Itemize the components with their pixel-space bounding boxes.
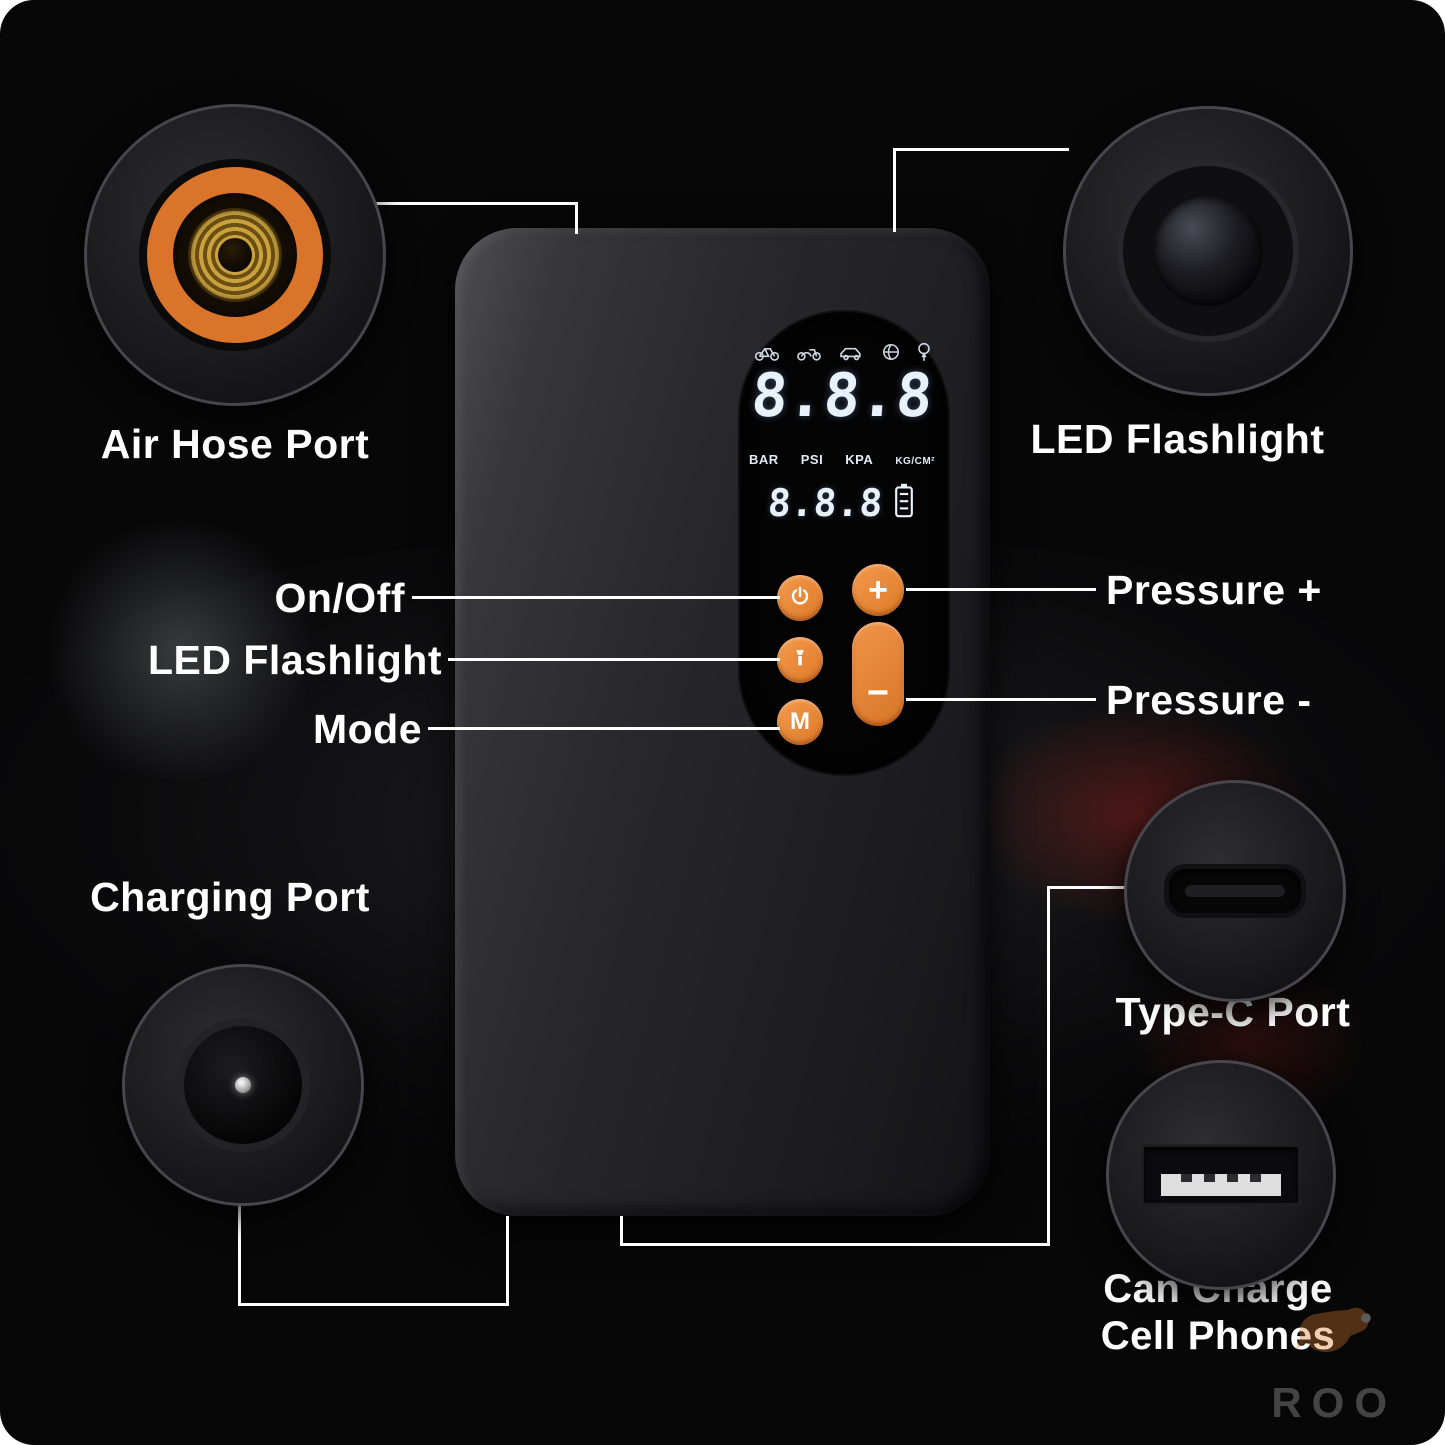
led-top-connector-h: [893, 148, 1069, 151]
mode-icons-row: [754, 340, 932, 364]
lcd-sub-row: 8.8.8: [740, 480, 944, 525]
charging-port-label: Charging Port: [90, 874, 370, 920]
motorcycle-icon: [796, 342, 822, 362]
charging-connector-h: [238, 1303, 509, 1306]
typec-connector-v2: [620, 1216, 623, 1246]
air-hose-opening: [218, 238, 252, 272]
brand-watermark-text: ROO: [1271, 1379, 1397, 1426]
led-left-connector: [448, 658, 780, 661]
charging-port-recess: [176, 1018, 310, 1152]
pressure-plus-label: Pressure +: [1106, 567, 1322, 613]
power-button: [777, 575, 823, 621]
usb-a-contact: [1227, 1174, 1238, 1182]
charging-port-pin: [235, 1077, 251, 1093]
usb-port-callout: [1106, 1060, 1336, 1290]
lcd-units-row: BAR PSI KPA KG/CM²: [749, 452, 935, 467]
unit-psi: PSI: [800, 452, 824, 467]
led-flashlight-lens: [1153, 196, 1263, 306]
lcd-main-reading: 8.8.8: [749, 361, 935, 431]
usb-a-contact: [1250, 1174, 1261, 1182]
led-flashlight-callout: [1063, 106, 1353, 396]
bicycle-icon: [754, 342, 780, 362]
pressure-plus-button: +: [852, 564, 904, 616]
usb-a-tongue: [1161, 1174, 1281, 1196]
typec-connector-h1: [1047, 886, 1127, 889]
led-flashlight-face: [1117, 160, 1299, 342]
air-hose-port-callout: [84, 104, 386, 406]
led-flashlight-left-label: LED Flashlight: [148, 637, 442, 683]
battery-icon: [892, 482, 916, 523]
typec-connector-v1: [1047, 886, 1050, 1246]
pressure-plus-connector: [906, 588, 1096, 591]
unit-kgcm2: KG/CM²: [895, 456, 935, 467]
ball-icon: [881, 342, 901, 362]
unit-bar: BAR: [749, 452, 779, 467]
flashlight-button: [777, 637, 823, 683]
charging-connector-v1: [238, 1198, 241, 1306]
typec-connector-h2: [620, 1243, 1050, 1246]
plus-icon: +: [868, 571, 888, 609]
brand-watermark: ROO: [1271, 1302, 1397, 1427]
air-hose-connector-v: [575, 202, 578, 234]
car-icon: [837, 342, 865, 362]
usb-a-contact: [1204, 1174, 1215, 1182]
brand-logo-icon: [1288, 1302, 1380, 1379]
pressure-minus-label: Pressure -: [1106, 677, 1312, 723]
mode-button-label: M: [790, 708, 810, 735]
mode-label: Mode: [312, 706, 422, 752]
lcd-sub-reading: 8.8.8: [766, 480, 884, 525]
minus-icon: −: [866, 672, 890, 714]
air-hose-threaded-port: [188, 208, 282, 302]
mode-connector: [428, 727, 780, 730]
charging-port-callout: [122, 964, 364, 1206]
mode-button: M: [777, 699, 823, 745]
air-hose-orange-ring: [147, 167, 323, 343]
charging-connector-v2: [506, 1216, 509, 1306]
flashlight-icon: [789, 647, 811, 674]
onoff-connector: [412, 596, 780, 599]
air-hose-port-label: Air Hose Port: [100, 421, 370, 467]
pressure-minus-button: −: [852, 622, 904, 726]
air-hose-connector-h: [372, 202, 578, 205]
on-off-label: On/Off: [274, 575, 405, 621]
usb-a-port: [1141, 1144, 1301, 1206]
type-c-tongue: [1185, 885, 1285, 897]
balloon-icon: [916, 342, 932, 362]
pressure-minus-connector: [906, 698, 1096, 701]
led-top-connector-v: [893, 148, 896, 232]
usb-charge-label-line2: Cell Phones: [1100, 1314, 1336, 1359]
power-icon: [788, 584, 812, 613]
type-c-slot: [1164, 864, 1306, 918]
led-flashlight-top-label: LED Flashlight: [1030, 416, 1325, 462]
type-c-port-callout: [1124, 780, 1346, 1002]
usb-a-contact: [1181, 1174, 1192, 1182]
unit-kpa: KPA: [845, 452, 874, 467]
